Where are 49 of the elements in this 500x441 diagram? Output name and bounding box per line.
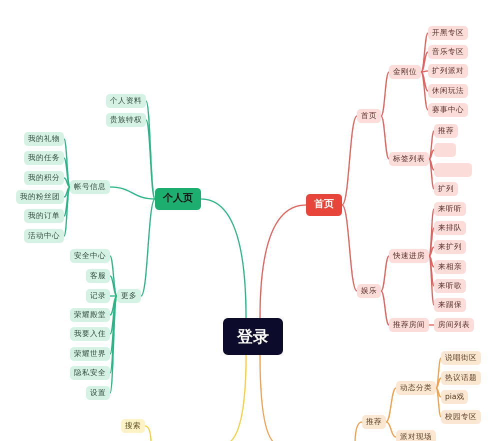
branch-line: [380, 116, 390, 160]
branch-line: [436, 387, 442, 398]
branch-line: [428, 149, 434, 160]
branch-line: [380, 72, 390, 116]
branch-line: [64, 186, 70, 198]
subtopic-box: [434, 163, 472, 177]
branch-line: [110, 296, 118, 334]
branch-line: [420, 71, 428, 92]
branch-line: [428, 255, 434, 268]
branch-line: [428, 158, 434, 171]
main-topic: 个人页: [155, 188, 201, 210]
branch-line: [63, 186, 71, 236]
branch-line: [144, 425, 152, 441]
branch-line: [110, 295, 118, 316]
branch-line: [435, 358, 442, 388]
root-topic: 登录: [223, 318, 283, 354]
branch-line: [428, 246, 434, 257]
branch-line: [428, 130, 435, 160]
branch-line: [428, 158, 435, 190]
branch-line: [380, 256, 390, 292]
subtopic-box: [434, 143, 456, 157]
branch-line: [428, 208, 435, 256]
branch-line: [354, 421, 362, 441]
branch-line: [110, 186, 156, 200]
branch-line: [435, 388, 442, 418]
branch-line: [110, 256, 118, 296]
branch-line: [342, 204, 358, 292]
branch-line: [259, 204, 306, 318]
branch-line: [64, 186, 70, 216]
branch-line: [386, 387, 396, 423]
branch-line: [145, 100, 156, 200]
branch-line: [420, 72, 428, 110]
branch-line: [200, 198, 247, 318]
branch-line: [64, 177, 70, 188]
branch-line: [140, 198, 156, 296]
branch-line: [428, 256, 435, 306]
branch-line: [420, 51, 428, 73]
branch-line: [428, 228, 435, 256]
branch-line: [428, 256, 435, 286]
branch-line: [342, 116, 358, 206]
branch-line: [420, 32, 428, 72]
branch-line: [380, 290, 390, 326]
branch-line: [145, 120, 156, 200]
branch-line: [110, 275, 118, 297]
branch-line: [436, 377, 442, 389]
branch-line: [63, 138, 71, 188]
branch-line: [64, 158, 70, 188]
branch-line: [386, 421, 396, 438]
main-topic: 首页: [306, 194, 342, 216]
